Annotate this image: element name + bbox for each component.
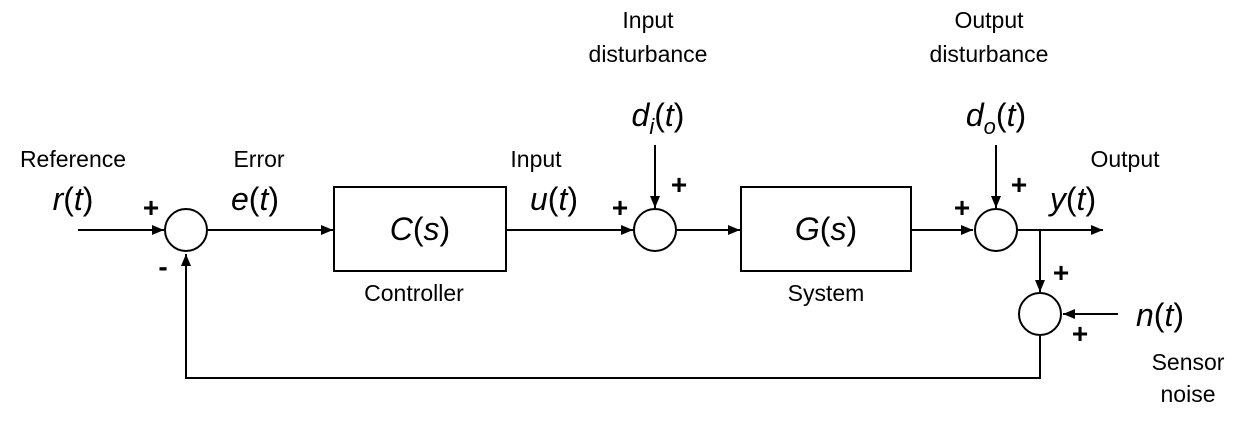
- system-caption: System: [788, 280, 865, 306]
- controller-function: C(s): [390, 211, 450, 247]
- sensor-noise-signal: n(t): [1136, 297, 1184, 333]
- summing-junction-output: [974, 208, 1018, 252]
- input-disturbance-caption: Input: [622, 7, 674, 33]
- system-function: G(s): [795, 211, 857, 247]
- sign-sum4-output: +: [1053, 257, 1069, 288]
- input-caption: Input: [510, 146, 562, 172]
- summing-junction-error: [164, 208, 208, 252]
- sign-sum4-noise: +: [1072, 318, 1088, 349]
- output-disturbance-caption-line2: disturbance: [930, 41, 1049, 67]
- output-signal: y(t): [1048, 181, 1096, 217]
- reference-signal: r(t): [53, 181, 94, 217]
- controller-caption: Controller: [364, 280, 464, 306]
- error-caption: Error: [233, 146, 284, 172]
- wire-feedback: [181, 254, 1041, 379]
- sensor-noise-caption: Sensor: [1152, 349, 1225, 375]
- output-caption: Output: [1090, 146, 1160, 172]
- controller-block: [333, 186, 507, 272]
- error-signal: e(t): [231, 181, 279, 217]
- sensor-noise-caption-line2: noise: [1161, 381, 1216, 407]
- output-disturbance-signal: do(t): [966, 97, 1026, 139]
- sign-sum3-system: +: [954, 192, 970, 223]
- system-block: [740, 186, 912, 272]
- input-signal: u(t): [530, 181, 578, 217]
- output-disturbance-caption: Output: [954, 7, 1024, 33]
- sign-sum2-disturbance: +: [671, 169, 687, 200]
- summing-junction-input: [633, 208, 677, 252]
- sign-sum1-feedback: -: [158, 251, 167, 282]
- input-disturbance-signal: di(t): [632, 97, 685, 139]
- sign-sum1-reference: +: [143, 192, 159, 223]
- reference-caption: Reference: [20, 146, 126, 172]
- summing-junction-sensor: [1018, 292, 1062, 336]
- sign-sum3-disturbance: +: [1011, 169, 1027, 200]
- sign-sum2-input: +: [612, 192, 628, 223]
- input-disturbance-caption-line2: disturbance: [589, 41, 708, 67]
